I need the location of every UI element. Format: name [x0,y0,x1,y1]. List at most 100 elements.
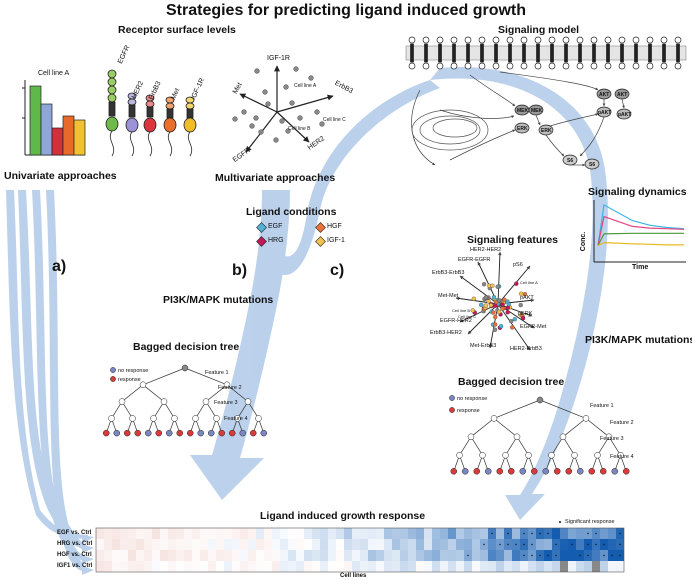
heatmap-cell [496,550,504,561]
tree-node [548,451,555,459]
feature-point [500,306,505,311]
heatmap-cell [400,528,408,539]
heatmap-cell [584,561,592,572]
feature-label: pAKT [520,295,534,301]
ligand-egf-marker [256,222,267,233]
heatmap-cell [608,561,616,572]
heatmap-cell [328,539,336,550]
dynamics-series-line [597,203,685,246]
heatmap-cell [400,550,408,561]
heatmap-cell [168,561,176,572]
heatmap-cell [240,550,248,561]
heatmap-cell [208,561,216,572]
membrane-receptor-icon [408,36,416,70]
tree-left-legend-yes: response [118,377,141,383]
heatmap-cell [560,550,568,561]
heatmap-cell [120,561,128,572]
heatmap-cell [288,539,296,550]
bar-egfr [29,85,42,156]
feature-label: ErbB3-ErbB3 [432,270,465,276]
tree-leaf [260,429,267,437]
heatmap-cell [416,561,424,572]
heatmap-cell [480,550,488,561]
feature-arrow [459,275,499,305]
tree-node [150,415,157,422]
heatmap-cell [168,528,176,539]
tree-node [525,451,532,459]
tree-leaf [103,429,110,437]
tree-leaf [554,468,561,475]
heatmap-cell [472,550,480,561]
signaling-arrow [261,80,440,275]
tree-leaf [485,468,492,475]
tree-left-legend-no: no response [118,368,149,374]
membrane-receptor-icon [646,36,654,70]
page-title: Strategies for predicting ligand induced… [165,2,527,19]
feature-point [471,296,476,301]
feature-point [518,291,524,296]
heatmap-cell [416,528,424,539]
heatmap-cell [152,528,160,539]
heatmap-cell [504,561,512,572]
membrane-receptor-icon [520,36,528,70]
heatmap-cell [296,561,304,572]
heatmap-cell [176,539,184,550]
heatmap-cell [248,539,256,550]
heatmap-cell [512,528,520,539]
heatmap-cell [208,528,216,539]
ligand-hrg-label: HRG [268,237,284,244]
flow-arrows [6,66,608,575]
heatmap-cell [312,561,320,572]
tree-leaf [166,429,173,437]
feature-point [492,322,498,327]
tree-right-legend-yes: response [457,408,480,414]
heatmap-cell [560,528,568,539]
tree-leaf [134,429,141,437]
tree-leaf [239,429,246,437]
heatmap-cell [224,550,232,561]
feature-label: Met-Met [438,293,459,299]
heatmap-cell [280,561,288,572]
membrane-receptor-icon [548,36,556,70]
receptor-cartoons [105,69,197,157]
arrow-label-a: a) [52,258,67,275]
feature-arrow [497,251,502,305]
heatmap-cell [264,561,272,572]
tree-node [467,433,475,441]
multivariate-arrow [190,190,290,500]
heatmap-cell [304,528,312,539]
heatmap-cell [536,561,544,572]
tree-node [192,415,199,422]
heatmap-cell [416,539,424,550]
feature-point [509,319,514,324]
heatmap-cell [280,528,288,539]
heatmap-cell [408,550,416,561]
tree-leaf [531,468,538,475]
tree-node [536,396,544,404]
feature-point [512,317,517,322]
heatmap-cell [384,561,392,572]
heatmap-cell [392,528,400,539]
heatmap-cell [336,550,344,561]
heatmap-cell [176,528,184,539]
mutations-left-title: PI3K/MAPK mutations [163,294,274,306]
heatmap-cell [336,528,344,539]
ligand-hrg-marker [256,236,267,247]
heatmap-cell [592,550,600,561]
heatmap-cell [568,550,576,561]
heatmap-cell [136,528,144,539]
receptor-igf1r-icon [183,96,197,157]
heatmap-cell [384,550,392,561]
membrane-receptor-icon [464,36,472,70]
node-mek-1: MEK [517,108,529,114]
heatmap-cell [200,561,208,572]
heatmap-cell [488,539,496,550]
membrane-receptor-icon [492,36,500,70]
signaling-features-title: Signaling features [467,234,559,246]
heatmap-cell [360,561,368,572]
heatmap-cell [456,561,464,572]
tree-right-title: Bagged decision tree [458,376,565,388]
heatmap-cell [464,528,472,539]
feature-label: EGFR-EGFR [458,257,491,263]
heatmap-cell [472,528,480,539]
